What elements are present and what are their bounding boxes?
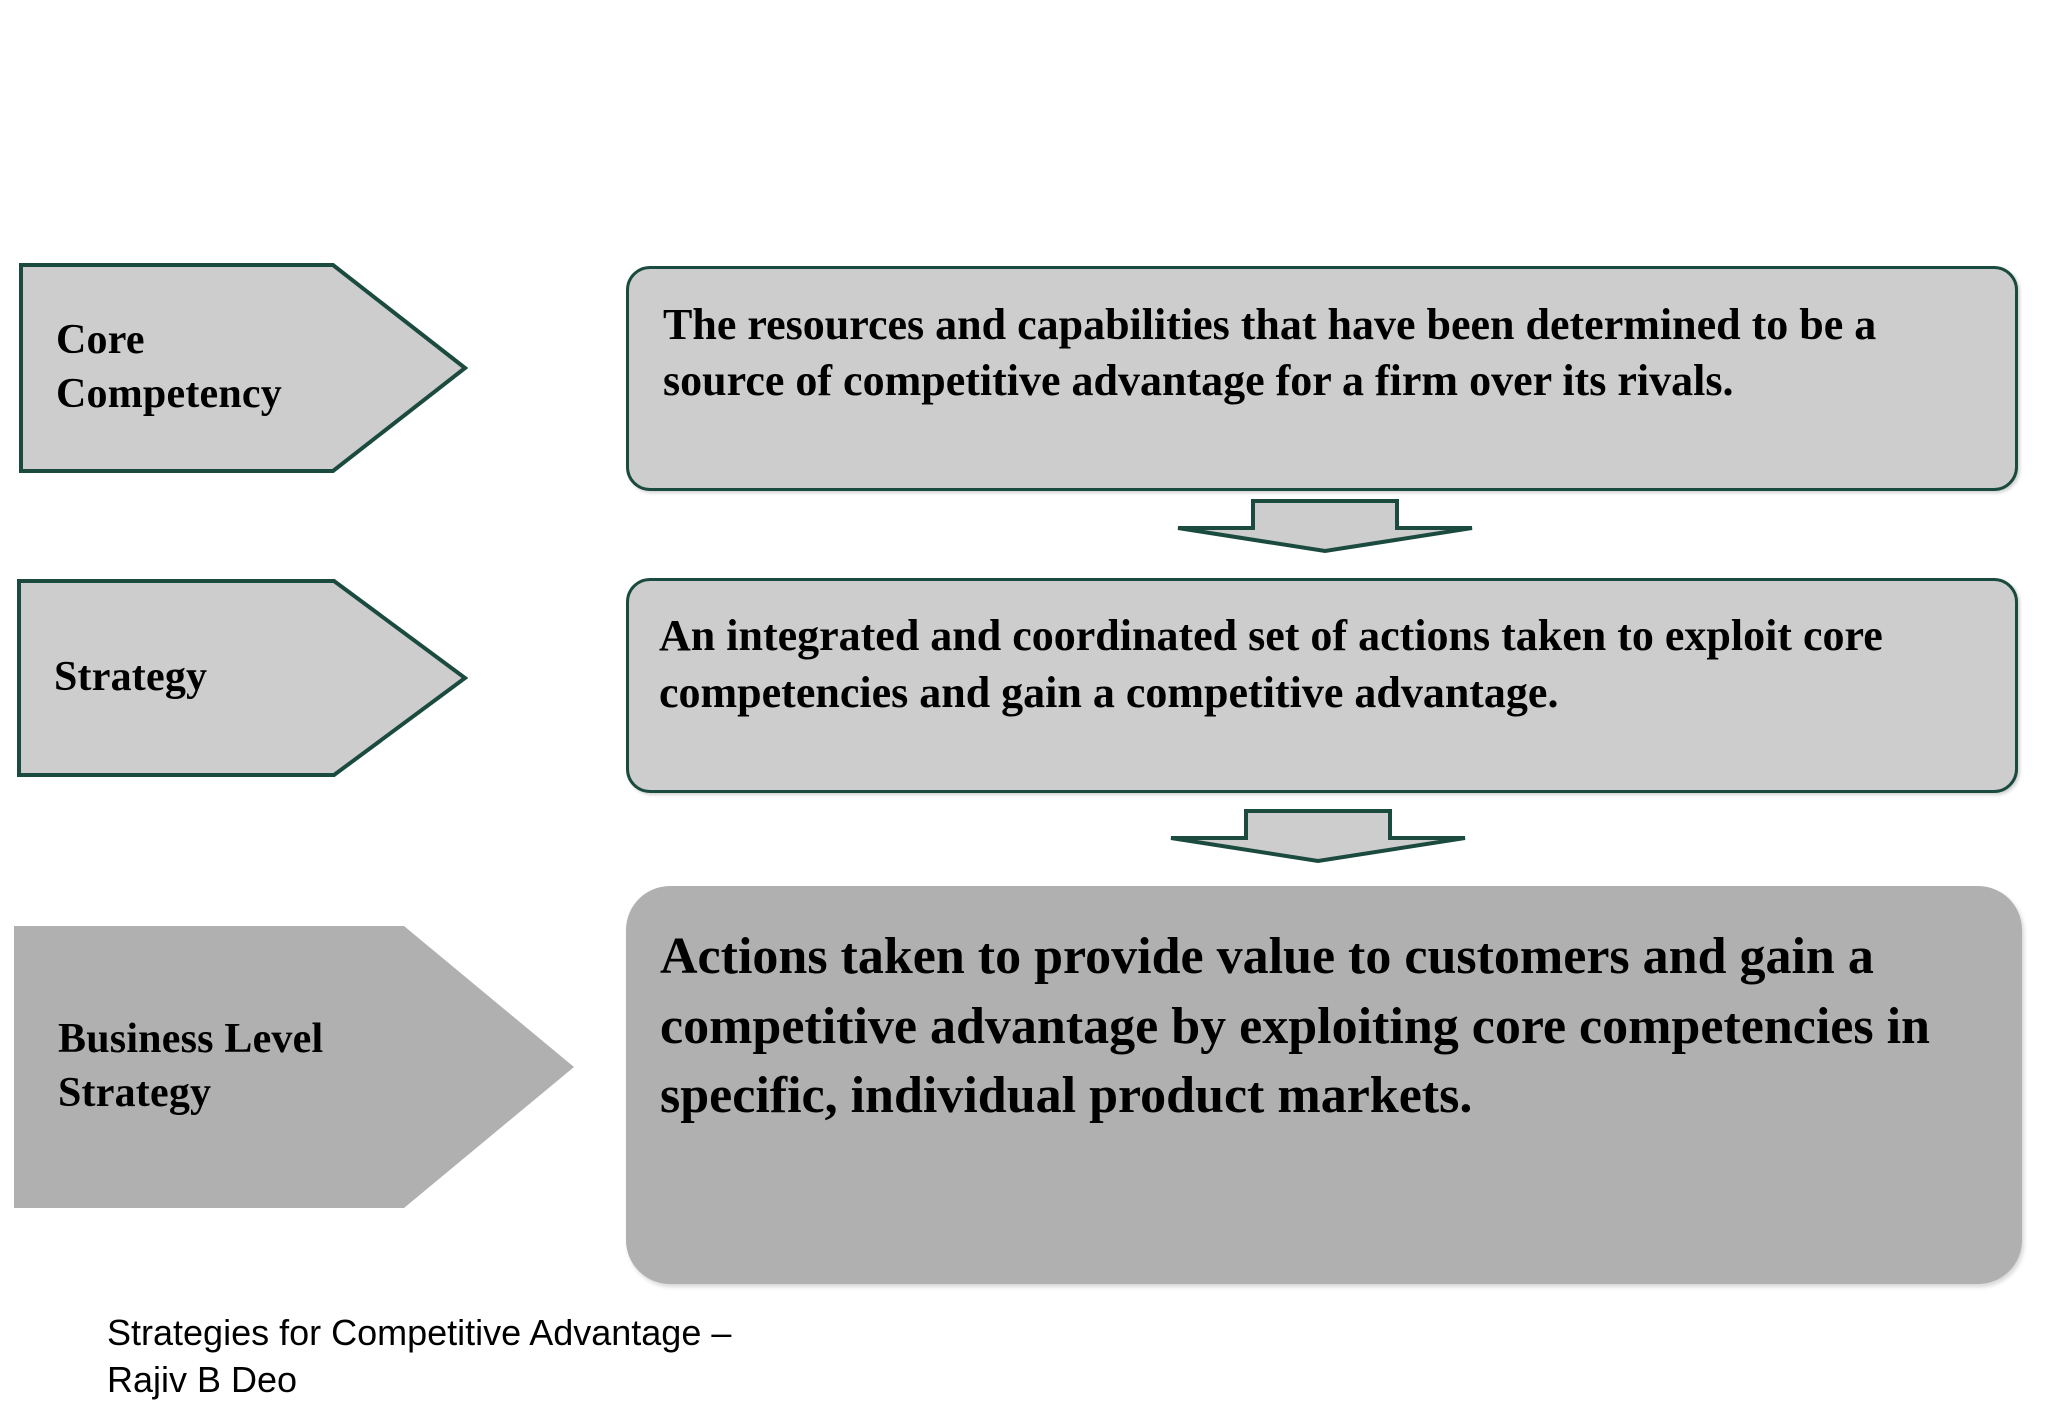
description-text-strategy: An integrated and coordinated set of act… — [659, 611, 1883, 718]
pentagon-core-competency[interactable]: Core Competency — [18, 262, 468, 474]
pentagon-shape-icon — [17, 579, 468, 777]
arrow-down-icon-strategy-to-bls — [1168, 808, 1468, 864]
description-text-core-competency: The resources and capabilities that have… — [663, 300, 1877, 406]
pentagon-strategy[interactable]: Strategy — [16, 578, 468, 778]
pentagon-business-level-strategy[interactable]: Business Level Strategy — [14, 926, 576, 1208]
arrow-down-icon — [1170, 809, 1466, 864]
description-text-business-level-strategy: Actions taken to provide value to custom… — [660, 928, 1930, 1125]
description-box-business-level-strategy[interactable]: Actions taken to provide value to custom… — [626, 886, 2022, 1284]
arrow-down-icon-core-to-strategy — [1175, 498, 1475, 554]
arrow-down-icon — [1177, 499, 1473, 554]
pentagon-shape-icon — [14, 926, 574, 1208]
footer-credit-text: Strategies for Competitive Advantage – R… — [107, 1312, 732, 1400]
description-box-strategy[interactable]: An integrated and coordinated set of act… — [626, 578, 2018, 793]
pentagon-shape-icon — [19, 263, 468, 473]
pentagon-label-business-level-strategy: Business Level Strategy — [58, 1016, 324, 1116]
description-box-core-competency[interactable]: The resources and capabilities that have… — [626, 266, 2018, 491]
pentagon-label-strategy: Strategy — [54, 654, 208, 701]
pentagon-label-core-competency: Core Competency — [56, 317, 282, 417]
